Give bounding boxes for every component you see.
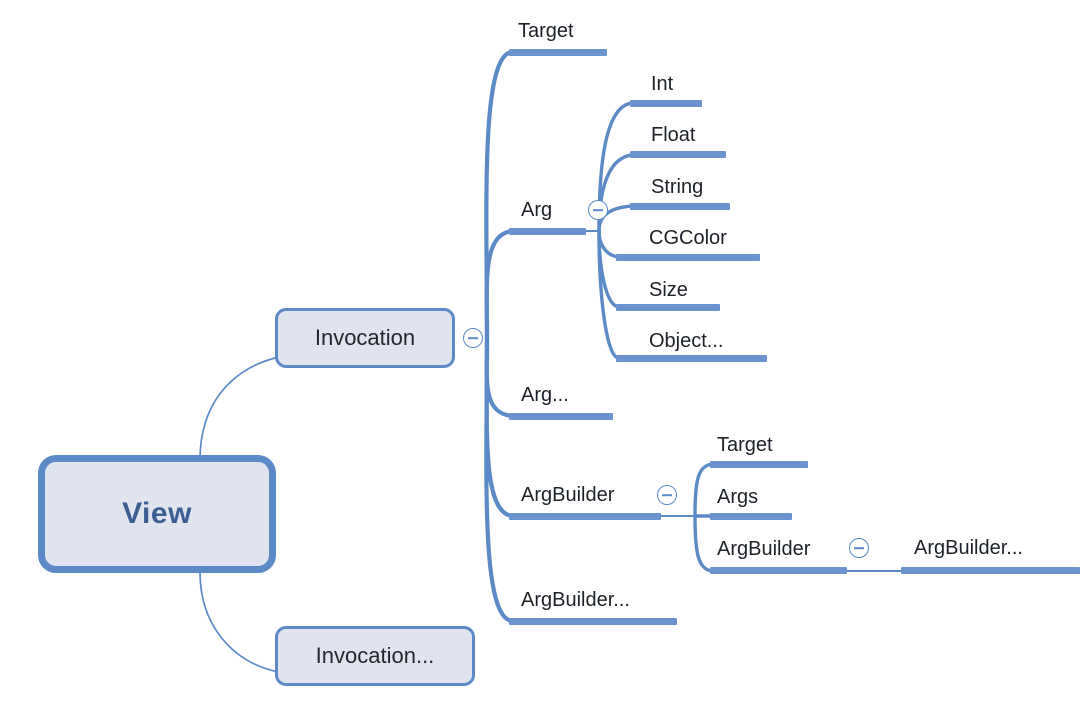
node-invocation-label: Invocation — [314, 325, 416, 350]
edge-argbuilder-target — [693, 462, 714, 518]
collapse-toggle-arg[interactable] — [588, 200, 608, 220]
edge-argbuilder-argbuilder — [693, 514, 714, 573]
bar-target[interactable] — [509, 49, 607, 56]
label-argbuilder-target: Target — [717, 434, 773, 456]
bar-argbuilder-ellipsis[interactable] — [509, 618, 677, 625]
label-string: String — [651, 176, 704, 198]
bar-size[interactable] — [616, 304, 720, 311]
bar-argbuilder-nested-ellipsis[interactable] — [901, 567, 1080, 574]
bar-float[interactable] — [630, 151, 726, 158]
label-int: Int — [651, 73, 674, 95]
bar-argbuilder[interactable] — [509, 513, 661, 520]
edge-invocation-target — [484, 49, 515, 342]
bar-string[interactable] — [630, 203, 730, 210]
bar-cgcolor[interactable] — [616, 254, 760, 261]
bar-object-ellipsis[interactable] — [616, 355, 767, 362]
edge-invocation-argbuilder-ellipsis — [484, 336, 515, 624]
label-argbuilder-nested-ellipsis: ArgBuilder... — [914, 537, 1023, 559]
bar-argbuilder-nested[interactable] — [710, 567, 847, 574]
node-invocation-ellipsis-label: Invocation... — [315, 643, 435, 668]
node-invocation-ellipsis[interactable]: Invocation... — [275, 626, 475, 686]
collapse-toggle-argbuilder[interactable] — [657, 485, 677, 505]
label-float: Float — [651, 124, 696, 146]
label-size: Size — [649, 279, 688, 301]
label-arg: Arg — [521, 199, 553, 221]
edge-arg-size — [597, 229, 620, 309]
label-cgcolor: CGColor — [649, 227, 727, 249]
label-argbuilder-args: Args — [717, 486, 759, 508]
bar-arg-ellipsis[interactable] — [509, 413, 613, 420]
label-argbuilder-nested: ArgBuilder — [717, 538, 811, 560]
edge-arg-float — [597, 153, 634, 233]
edge-arg-object — [597, 229, 620, 360]
edge-view-invocation-ellipsis — [199, 571, 279, 673]
edge-invocation-arg-ellipsis — [484, 336, 515, 419]
collapse-toggle-invocation[interactable] — [463, 328, 483, 348]
root-node-view[interactable]: View — [38, 455, 276, 573]
edge-arg-cgcolor — [597, 229, 620, 259]
bar-arg[interactable] — [509, 228, 586, 235]
label-object-ellipsis: Object... — [649, 330, 724, 352]
label-argbuilder: ArgBuilder — [521, 484, 615, 506]
node-invocation[interactable]: Invocation — [275, 308, 455, 368]
bar-argbuilder-args[interactable] — [710, 513, 792, 520]
label-arg-ellipsis: Arg... — [521, 384, 569, 406]
label-argbuilder-ellipsis: ArgBuilder... — [521, 589, 630, 611]
edge-invocation-arg — [484, 228, 515, 342]
collapse-toggle-argbuilder-nested[interactable] — [849, 538, 869, 558]
label-target: Target — [518, 20, 574, 42]
root-node-label: View — [122, 497, 192, 530]
bar-argbuilder-target[interactable] — [710, 461, 808, 468]
edge-invocation-argbuilder — [484, 336, 515, 519]
edge-view-invocation — [199, 357, 276, 461]
bar-int[interactable] — [630, 100, 702, 107]
